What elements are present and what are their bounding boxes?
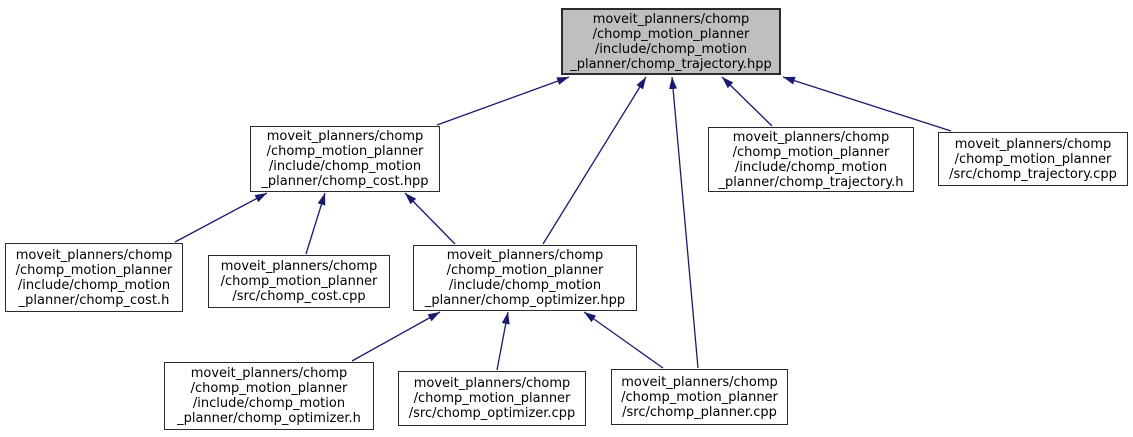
- graph-node-chomp-optimizer-hpp[interactable]: moveit_planners/chomp /chomp_motion_plan…: [413, 245, 637, 311]
- node-label-line: moveit_planners/chomp: [15, 247, 173, 263]
- node-label-line: moveit_planners/chomp: [732, 129, 890, 145]
- node-label-line: moveit_planners/chomp: [446, 248, 604, 263]
- node-label-line: _planner/chomp_optimizer.h: [177, 411, 361, 426]
- node-label-line: _planner/chomp_cost.h: [18, 292, 170, 308]
- graph-node-chomp-optimizer-h[interactable]: moveit_planners/chomp /chomp_motion_plan…: [164, 362, 374, 430]
- node-label-line: /include/chomp_motion: [268, 159, 422, 174]
- node-label-line: /chomp_motion_planner: [954, 151, 1112, 167]
- node-label-line: /include/chomp_motion: [192, 396, 346, 411]
- node-label-line: _planner/chomp_optimizer.hpp: [424, 293, 626, 308]
- edge-trajectory-cpp-to-trajectory-hpp: [782, 76, 952, 132]
- graph-node-chomp-cost-cpp[interactable]: moveit_planners/chomp /chomp_motion_plan…: [208, 255, 390, 308]
- node-label-line: _planner/chomp_cost.hpp: [261, 174, 429, 189]
- edge-optimizer-hpp-to-cost-hpp: [404, 192, 456, 245]
- node-label-line: /src/chomp_trajectory.cpp: [949, 166, 1117, 182]
- node-label-line: /include/chomp_motion: [734, 159, 888, 175]
- edge-optimizer-hpp-to-trajectory-hpp: [542, 76, 647, 245]
- graph-node-chomp-cost-hpp[interactable]: moveit_planners/chomp /chomp_motion_plan…: [250, 126, 440, 192]
- node-label-line: moveit_planners/chomp: [266, 129, 424, 144]
- node-label-line: /src/chomp_optimizer.cpp: [408, 406, 576, 421]
- node-label-line: _planner/chomp_trajectory.hpp: [570, 56, 772, 72]
- node-label-line: /chomp_motion_planner: [190, 381, 348, 396]
- node-label-line: moveit_planners/chomp: [621, 374, 778, 390]
- node-label-line: /include/chomp_motion: [594, 41, 748, 57]
- node-label-line: /chomp_motion_planner: [15, 262, 173, 278]
- edge-cost-cpp-to-cost-hpp: [305, 192, 326, 255]
- graph-node-chomp-planner-cpp[interactable]: moveit_planners/chomp /chomp_motion_plan…: [611, 369, 788, 425]
- node-label-line: _planner/chomp_trajectory.h: [718, 174, 904, 190]
- edge-cost-hpp-to-trajectory-hpp: [436, 76, 570, 126]
- edge-planner-cpp-to-optimizer-hpp: [583, 311, 664, 369]
- node-label-line: /include/chomp_motion: [17, 277, 171, 293]
- edge-planner-cpp-to-trajectory-hpp: [669, 76, 699, 369]
- node-label-line: moveit_planners/chomp: [954, 136, 1112, 152]
- node-label-line: /chomp_motion_planner: [592, 26, 750, 42]
- edge-trajectory-h-to-trajectory-hpp: [721, 76, 773, 127]
- node-label-line: moveit_planners/chomp: [413, 376, 571, 391]
- node-label-line: moveit_planners/chomp: [592, 11, 750, 27]
- node-label-line: moveit_planners/chomp: [220, 259, 378, 274]
- graph-node-chomp-trajectory-hpp: moveit_planners/chomp /chomp_motion_plan…: [561, 8, 781, 75]
- node-label-line: /chomp_motion_planner: [266, 144, 424, 159]
- graph-node-chomp-trajectory-cpp[interactable]: moveit_planners/chomp /chomp_motion_plan…: [938, 132, 1128, 186]
- node-label-line: /chomp_motion_planner: [732, 144, 890, 160]
- edge-optimizer-cpp-to-optimizer-hpp: [496, 311, 510, 371]
- edge-cost-h-to-cost-hpp: [174, 192, 268, 243]
- node-label-line: /include/chomp_motion: [448, 278, 602, 293]
- graph-node-chomp-trajectory-h[interactable]: moveit_planners/chomp /chomp_motion_plan…: [708, 127, 914, 192]
- node-label-line: /chomp_motion_planner: [621, 389, 778, 405]
- node-label-line: /chomp_motion_planner: [413, 391, 571, 406]
- node-label-line: moveit_planners/chomp: [190, 366, 348, 381]
- node-label-line: /chomp_motion_planner: [220, 274, 378, 289]
- edge-optimizer-h-to-optimizer-hpp: [351, 311, 441, 362]
- graph-node-chomp-cost-h[interactable]: moveit_planners/chomp /chomp_motion_plan…: [5, 243, 183, 312]
- graph-node-chomp-optimizer-cpp[interactable]: moveit_planners/chomp /chomp_motion_plan…: [398, 371, 586, 426]
- node-label-line: /src/chomp_cost.cpp: [232, 289, 366, 304]
- node-label-line: /src/chomp_planner.cpp: [622, 404, 777, 420]
- node-label-line: /chomp_motion_planner: [446, 263, 604, 278]
